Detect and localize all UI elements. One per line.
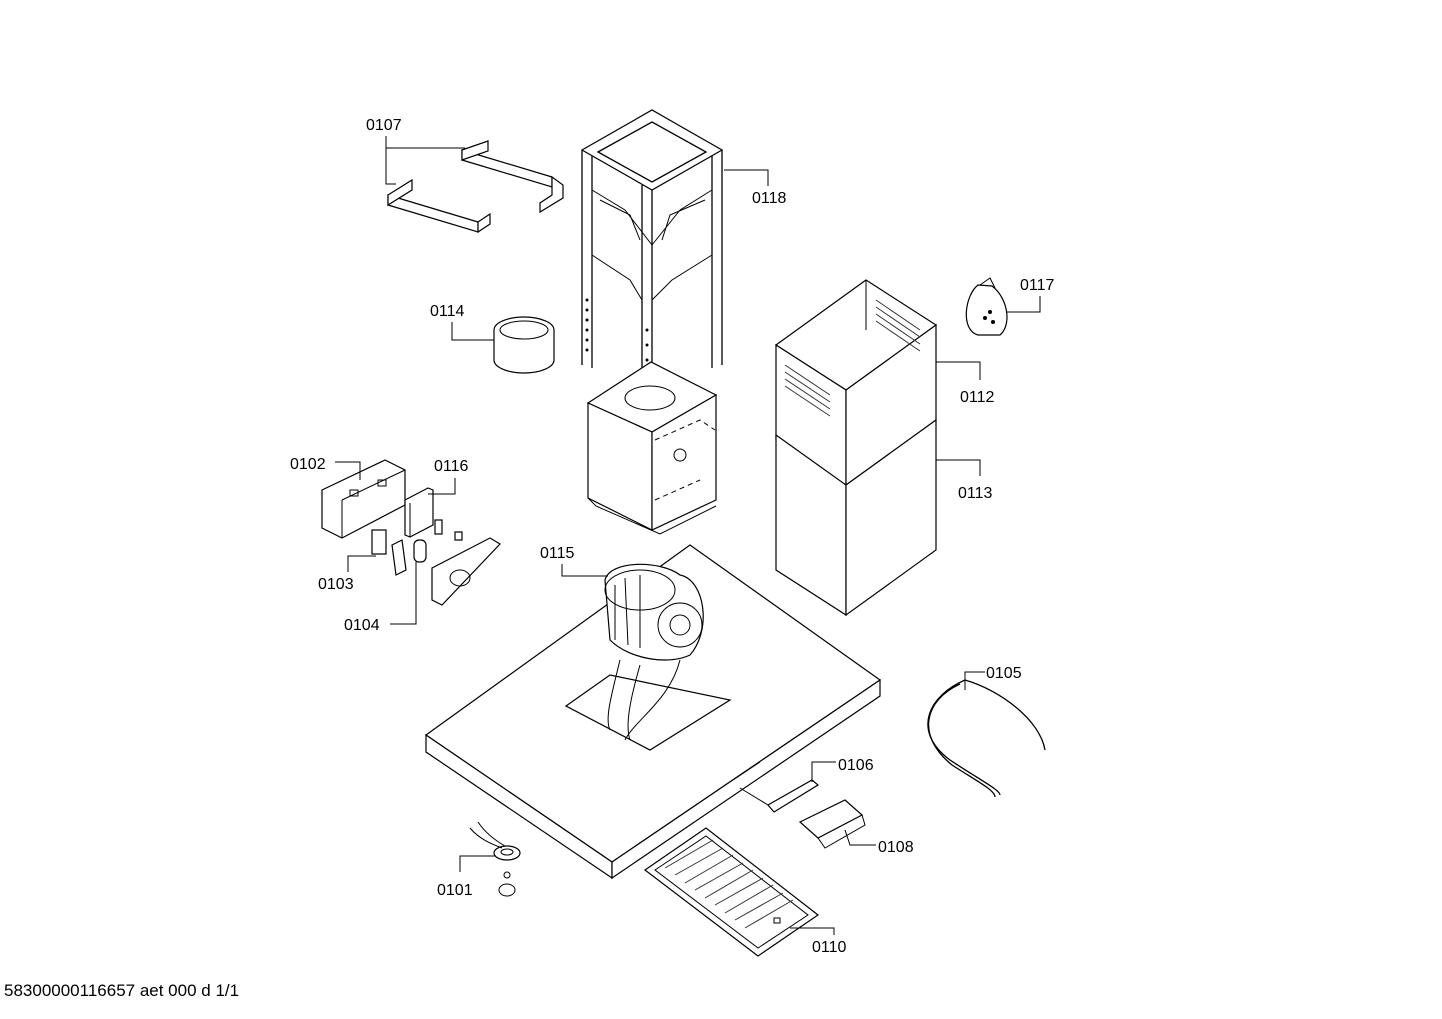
part-0108-lamp-cover: [798, 799, 866, 849]
part-0101-lamp-holder: [469, 821, 521, 897]
label-0108: 0108: [878, 839, 914, 856]
callout-0118: 0118: [724, 169, 787, 207]
part-control-panel: [431, 537, 501, 606]
label-0106: 0106: [838, 757, 874, 774]
label-0115: 0115: [540, 545, 575, 562]
callout-0110: 0110: [790, 927, 847, 956]
callout-0102: 0102: [290, 456, 361, 480]
callout-0101: 0101: [437, 855, 496, 899]
callout-0106: 0106: [811, 757, 874, 782]
label-0101: 0101: [437, 882, 473, 899]
label-0105: 0105: [986, 665, 1022, 682]
part-0103-relay: [371, 529, 387, 555]
callout-0103: 0103: [318, 555, 376, 593]
part-0114-duct-ring: [493, 316, 555, 374]
part-0104-capacitor: [391, 539, 427, 576]
part-motor-housing: [586, 361, 718, 535]
callout-0104: 0104: [344, 562, 417, 634]
callout-0114: 0114: [430, 303, 494, 341]
callout-0116: 0116: [428, 458, 469, 495]
part-0112-upper-chimney: [774, 279, 938, 487]
callout-0105: 0105: [964, 665, 1022, 690]
callout-0113: 0113: [936, 459, 993, 502]
callout-0112: 0112: [936, 361, 995, 406]
label-0107: 0107: [366, 117, 402, 134]
label-0104: 0104: [344, 617, 380, 634]
document-footer-code: 58300000116657 aet 000 d 1/1: [4, 981, 240, 1000]
part-0107-bracket: [387, 140, 564, 234]
label-0116: 0116: [434, 458, 469, 475]
callout-0108: 0108: [844, 829, 914, 856]
label-0114: 0114: [430, 303, 465, 320]
part-0115-blower: [604, 563, 704, 741]
part-0106-lamp: [739, 779, 820, 813]
label-0117: 0117: [1020, 277, 1055, 294]
part-0105-cable: [927, 679, 1046, 798]
part-0118-frame: [580, 109, 724, 400]
part-0113-lower-chimney: [775, 418, 937, 617]
callout-0115: 0115: [540, 545, 608, 577]
part-0117-screw-bag: [965, 277, 1008, 336]
label-0118: 0118: [752, 190, 787, 207]
label-0103: 0103: [318, 576, 354, 593]
callout-0107: 0107: [366, 117, 465, 185]
callout-0117: 0117: [1006, 277, 1055, 313]
part-0116-switch-module: [404, 487, 463, 541]
part-0110-grease-filter: [643, 827, 820, 957]
label-0113: 0113: [958, 485, 993, 502]
label-0102: 0102: [290, 456, 326, 473]
part-0102-control-housing: [321, 459, 406, 539]
label-0110: 0110: [812, 939, 847, 956]
label-0112: 0112: [960, 389, 995, 406]
